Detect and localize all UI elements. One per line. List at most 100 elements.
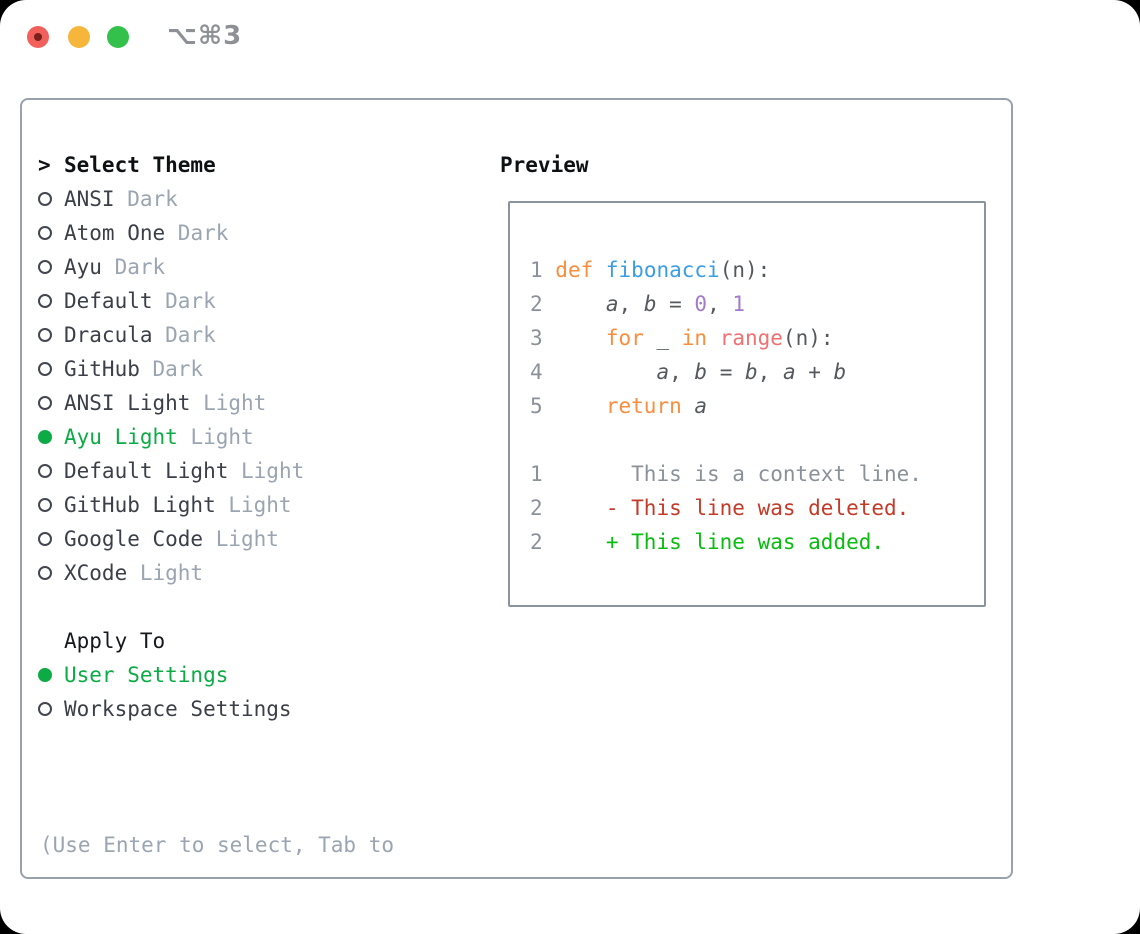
radio-icon <box>38 566 64 580</box>
line-number: 2 <box>530 496 556 520</box>
radio-circle <box>38 430 52 444</box>
option-label: Default <box>64 289 153 313</box>
theme-option-atom-one[interactable]: Atom One Dark <box>38 216 304 250</box>
minimize-button[interactable] <box>68 26 90 48</box>
theme-option-dracula[interactable]: Dracula Dark <box>38 318 304 352</box>
hint-line-2: change focus) <box>40 930 394 934</box>
code-token-txt: (n): <box>782 326 834 350</box>
code-token-kw: return <box>605 394 682 418</box>
preview-code-line: 1 def fibonacci(n): <box>530 253 922 287</box>
variant-badge: Light <box>190 391 267 415</box>
option-label: Google Code <box>64 527 204 551</box>
preview-code-line: 2 - This line was deleted. <box>530 491 922 525</box>
code-token-txt <box>707 326 720 350</box>
code-token-var: b <box>694 360 708 384</box>
radio-selected-icon <box>38 430 64 444</box>
keyboard-hint: (Use Enter to select, Tab to change focu… <box>40 760 394 934</box>
radio-circle <box>38 362 52 376</box>
radio-icon <box>38 294 64 308</box>
variant-badge: Light <box>203 527 279 551</box>
select-theme-title: Select Theme <box>64 153 216 177</box>
preview-code-line: 5 return a <box>530 389 922 423</box>
code-token-txt: = <box>707 360 745 384</box>
option-label: XCode <box>64 561 128 585</box>
code-token-kw: def <box>555 258 594 282</box>
variant-badge: Light <box>228 459 305 483</box>
preview-code-line: 3 for _ in range(n): <box>530 321 922 355</box>
radio-icon <box>38 702 64 716</box>
radio-icon <box>38 192 64 206</box>
code-token-txt <box>593 258 606 282</box>
code-token-txt: (n): <box>719 258 771 282</box>
variant-badge: Light <box>127 561 204 585</box>
code-token-txt <box>555 326 606 350</box>
line-number: 3 <box>530 326 556 350</box>
radio-icon <box>38 328 64 342</box>
radio-circle <box>38 328 52 342</box>
radio-circle <box>38 226 52 240</box>
preview-code-line: 2 a, b = 0, 1 <box>530 287 922 321</box>
radio-circle <box>38 192 52 206</box>
theme-option-github[interactable]: GitHub Dark <box>38 352 304 386</box>
option-label: Default Light <box>64 459 229 483</box>
code-token-var: b <box>745 360 758 384</box>
window-title: ⌥⌘3 <box>167 21 243 51</box>
option-label: Workspace Settings <box>64 697 292 721</box>
radio-circle <box>38 260 52 274</box>
theme-option-default-light[interactable]: Default Light Light <box>38 454 304 488</box>
select-theme-header: > Select Theme <box>38 148 304 182</box>
preview-title: Preview <box>500 153 589 177</box>
code-token-var: a <box>605 292 619 316</box>
code-token-del: - This line was deleted. <box>555 496 910 520</box>
radio-icon <box>38 362 64 376</box>
code-token-txt: + <box>795 360 834 384</box>
code-token-txt: = <box>656 292 695 316</box>
code-token-kw: for <box>605 326 644 350</box>
option-label: Ayu <box>64 255 102 279</box>
theme-option-default[interactable]: Default Dark <box>38 284 304 318</box>
theme-option-google-code[interactable]: Google Code Light <box>38 522 304 556</box>
code-token-fn: fibonacci <box>605 258 720 282</box>
apply-option-user-settings[interactable]: User Settings <box>38 658 292 692</box>
preview-code-line: 1 This is a context line. <box>530 457 922 491</box>
option-label: GitHub Light <box>64 493 216 517</box>
radio-circle <box>38 532 52 546</box>
code-token-var: a <box>694 394 708 418</box>
option-label: Dracula <box>64 323 153 347</box>
preview-code-line <box>530 423 922 457</box>
maximize-button[interactable] <box>107 26 129 48</box>
theme-option-ayu[interactable]: Ayu Dark <box>38 250 304 284</box>
code-token-var: a <box>656 360 670 384</box>
apply-option-workspace-settings[interactable]: Workspace Settings <box>38 692 292 726</box>
variant-badge: Dark <box>152 323 216 347</box>
variant-badge: Dark <box>139 357 204 381</box>
theme-option-ayu-light[interactable]: Ayu Light Light <box>38 420 304 454</box>
theme-option-github-light[interactable]: GitHub Light Light <box>38 488 304 522</box>
theme-option-ansi-light[interactable]: ANSI Light Light <box>38 386 304 420</box>
variant-badge: Dark <box>101 255 166 279</box>
line-number: 4 <box>530 360 556 384</box>
code-token-kw: in <box>681 326 708 350</box>
preview-code-line: 4 a, b = b, a + b <box>530 355 922 389</box>
radio-circle <box>38 464 52 478</box>
line-number: 1 <box>530 462 556 486</box>
radio-circle <box>38 498 52 512</box>
option-label: ANSI Light <box>64 391 191 415</box>
apply-to-title: Apply To <box>64 629 166 653</box>
line-number: 2 <box>530 530 556 554</box>
close-button[interactable] <box>27 26 49 48</box>
option-label: GitHub <box>64 357 140 381</box>
code-token-var: b <box>833 360 847 384</box>
code-token-txt <box>555 360 656 384</box>
radio-selected-icon <box>38 668 64 682</box>
code-token-txt: , <box>618 292 644 316</box>
code-token-var: a <box>782 360 796 384</box>
line-number: 1 <box>530 258 556 282</box>
theme-option-ansi[interactable]: ANSI Dark <box>38 182 304 216</box>
theme-option-xcode[interactable]: XCode Light <box>38 556 304 590</box>
code-token-var: b <box>643 292 657 316</box>
radio-icon <box>38 226 64 240</box>
radio-circle <box>38 668 52 682</box>
